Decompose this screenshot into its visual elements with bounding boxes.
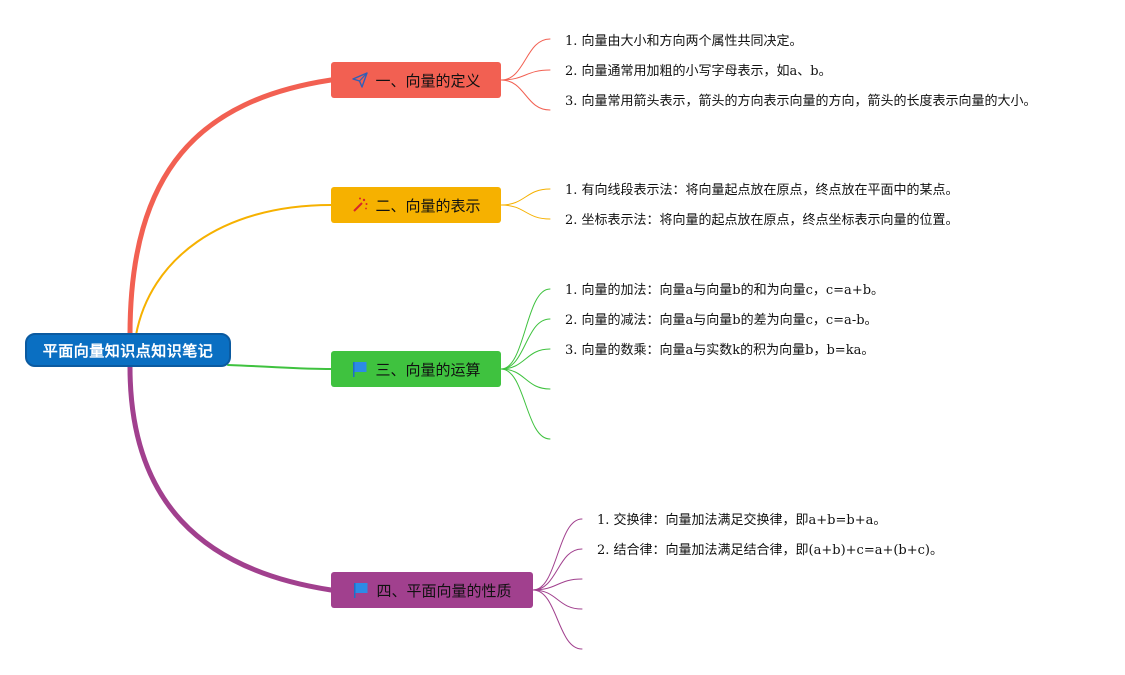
flag-icon <box>352 581 370 599</box>
branch-label: 一、向量的定义 <box>375 71 481 90</box>
connector-leaf-def-2 <box>500 69 551 81</box>
connector-leaf-op-2 <box>500 318 551 370</box>
list-item: 2. 结合律：向量加法满足结合律，即(a+b)+c=a+(b+c)。 <box>597 543 943 558</box>
list-item: 1. 交换律：向量加法满足交换律，即a+b=b+a。 <box>597 513 887 528</box>
connector-leaf-op-1 <box>500 288 551 370</box>
connector-root-branch-2 <box>135 204 332 336</box>
branch-definition[interactable]: 一、向量的定义 <box>331 62 501 98</box>
list-item: 2. 坐标表示法：将向量的起点放在原点，终点坐标表示向量的位置。 <box>565 213 959 228</box>
list-item: 1. 有向线段表示法：将向量起点放在原点，终点放在平面中的某点。 <box>565 183 959 198</box>
connector-leaf-rep-1 <box>500 188 551 206</box>
connector-leaf-def-3 <box>500 79 551 111</box>
connector-leaf-def-1 <box>500 38 551 81</box>
branch-properties[interactable]: 四、平面向量的性质 <box>331 572 533 608</box>
paper-plane-icon <box>351 71 369 89</box>
connector-leaf-op-3 <box>500 348 551 370</box>
connector-root-branch-3 <box>227 364 332 370</box>
connector-leaf-prop-2 <box>532 548 583 591</box>
list-item: 3. 向量常用箭头表示，箭头的方向表示向量的方向，箭头的长度表示向量的大小。 <box>565 94 1037 109</box>
root-topic[interactable]: 平面向量知识点知识笔记 <box>25 333 231 367</box>
magic-wand-icon <box>351 196 369 214</box>
branch-label: 四、平面向量的性质 <box>376 581 512 600</box>
connector-leaf-prop-3 <box>532 578 583 591</box>
branch-label: 三、向量的运算 <box>375 360 481 379</box>
connector-root-branch-4 <box>127 364 334 593</box>
branch-representation[interactable]: 二、向量的表示 <box>331 187 501 223</box>
list-item: 1. 向量由大小和方向两个属性共同决定。 <box>565 34 803 49</box>
connector-root-branch-1 <box>127 77 334 338</box>
list-item: 3. 向量的数乘：向量a与实数k的积为向量b，b=ka。 <box>565 343 875 358</box>
connector-leaf-op-5 <box>500 368 551 440</box>
list-item: 2. 向量通常用加粗的小写字母表示，如a、b。 <box>565 64 832 79</box>
branch-operations[interactable]: 三、向量的运算 <box>331 351 501 387</box>
flag-icon <box>351 360 369 378</box>
list-item: 2. 向量的减法：向量a与向量b的差为向量c，c=a-b。 <box>565 313 878 328</box>
branch-label: 二、向量的表示 <box>375 196 481 215</box>
connector-leaf-prop-1 <box>532 518 583 591</box>
connector-leaf-prop-5 <box>532 589 583 650</box>
connector-leaf-prop-4 <box>532 589 583 610</box>
connector-leaf-op-4 <box>500 368 551 390</box>
connector-leaf-rep-2 <box>500 204 551 220</box>
list-item: 1. 向量的加法：向量a与向量b的和为向量c，c=a+b。 <box>565 283 885 298</box>
